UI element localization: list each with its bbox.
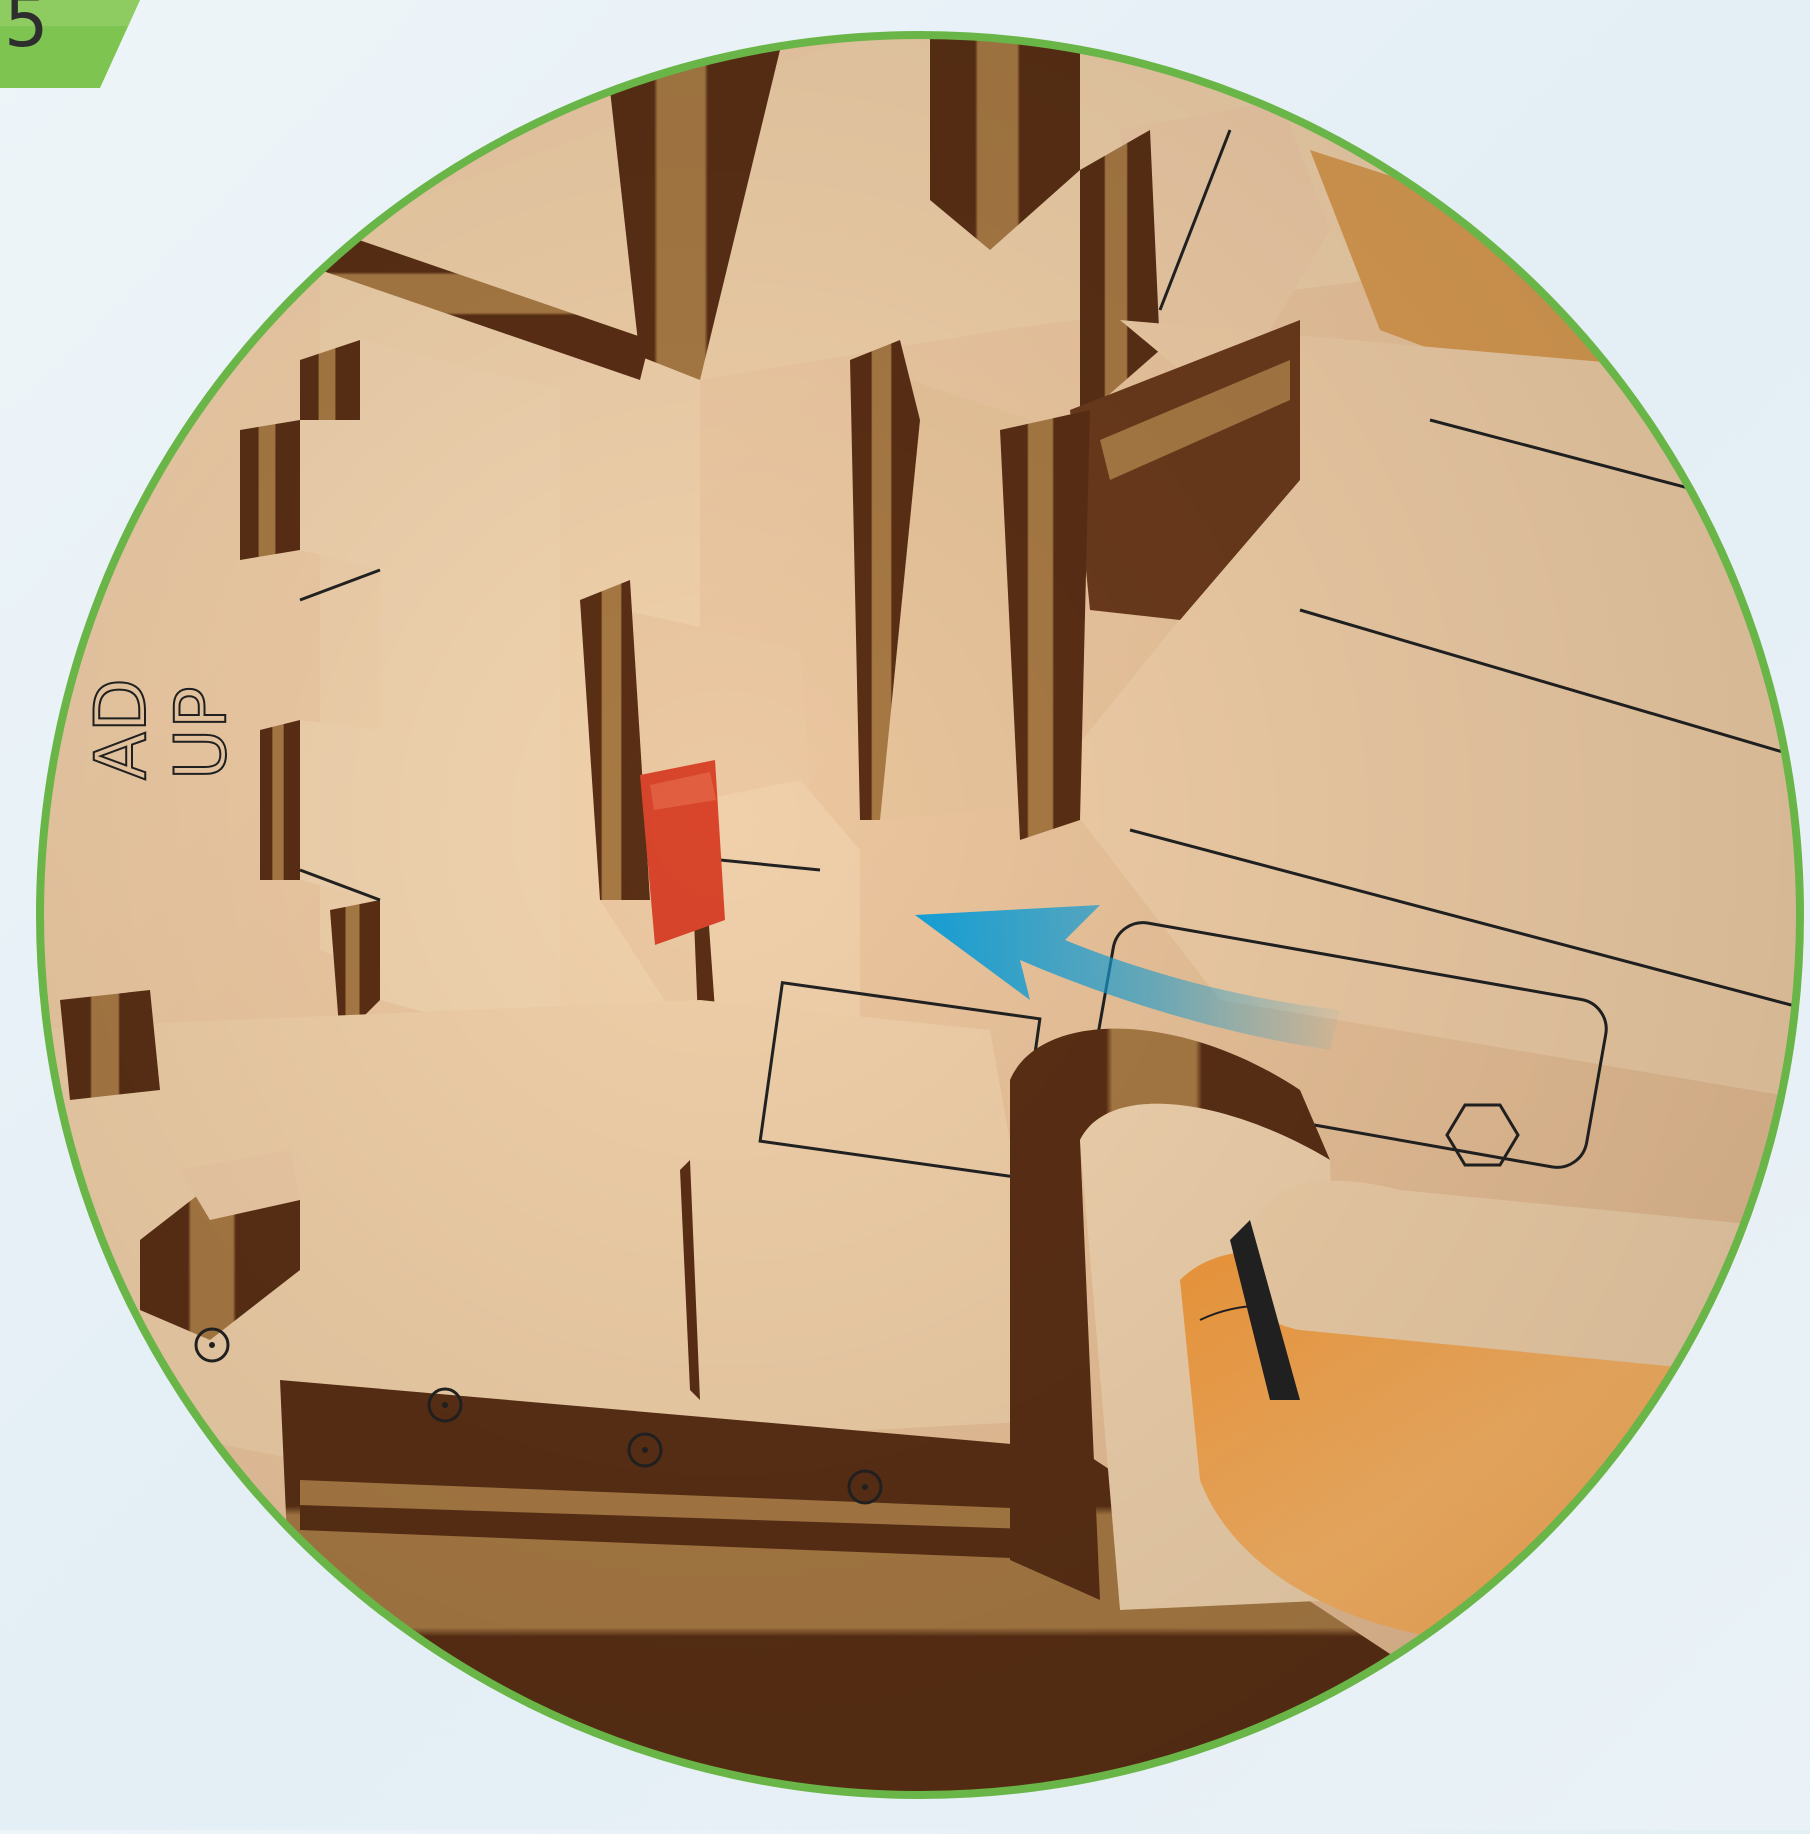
step-number: 5 xyxy=(4,0,84,62)
step-label: 5 xyxy=(0,0,140,88)
